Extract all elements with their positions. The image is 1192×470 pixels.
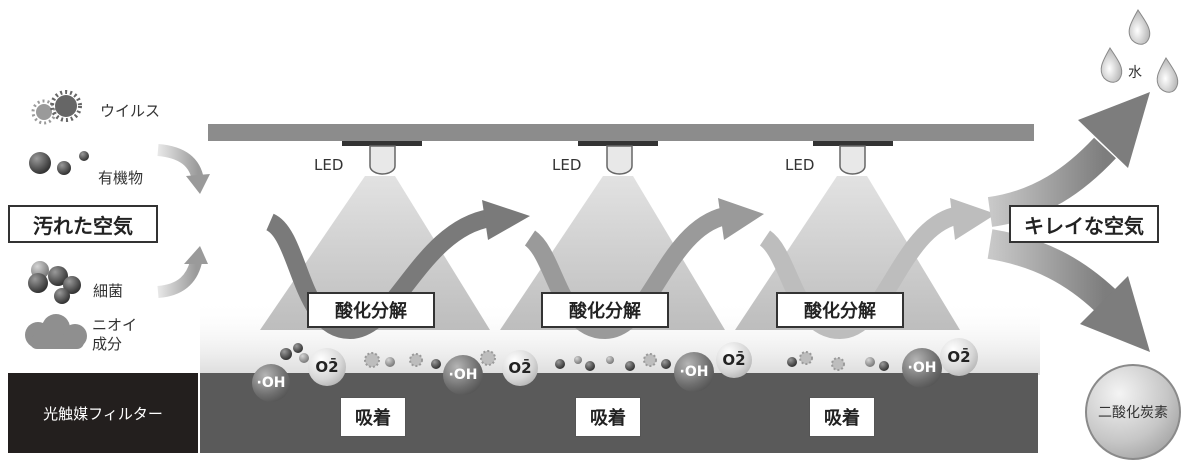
hydroxyl-radical-4: ·OH — [902, 348, 942, 388]
led-lamp-3 — [839, 145, 866, 175]
particles — [280, 343, 889, 371]
led-label-2: LED — [552, 156, 582, 174]
water-label: 水 — [1128, 65, 1142, 81]
adsorption-box-2: 吸着 — [575, 397, 641, 437]
decomposition-box-1: 酸化分解 — [307, 292, 435, 328]
hydroxyl-radical-2: ·OH — [443, 355, 483, 395]
outflow-arrow-up — [987, 92, 1150, 227]
led-label-3: LED — [785, 156, 815, 174]
organic-matter-icon — [29, 151, 89, 175]
outflow-arrow-down — [987, 229, 1150, 352]
light-beam-1 — [260, 176, 490, 330]
superoxide-1: O2̄ — [308, 348, 346, 386]
led-mount-3 — [813, 141, 893, 146]
water-drop-icon — [1100, 9, 1179, 93]
inflow-arrow-top — [157, 144, 210, 194]
hydroxyl-radical-1: ·OH — [252, 364, 290, 402]
airflow-arrow-2 — [524, 198, 764, 340]
odor-label-line1: ニオイ — [92, 316, 138, 334]
airflow-arrow-1 — [265, 200, 530, 340]
airflow-arrow-3 — [759, 198, 996, 340]
ceiling-bar — [208, 124, 1034, 141]
led-lamp-1 — [369, 145, 396, 175]
inflow-arrow-bottom — [157, 246, 208, 298]
virus-icon — [31, 90, 82, 125]
adsorption-box-1: 吸着 — [340, 397, 406, 437]
hydroxyl-radical-3: ·OH — [674, 352, 714, 392]
superoxide-3: O2̄ — [716, 342, 752, 378]
bacteria-icon — [28, 261, 81, 304]
led-mount-1 — [342, 141, 422, 146]
led-mount-2 — [578, 141, 658, 146]
co2-circle: 二酸化炭素 — [1085, 364, 1181, 460]
odor-label-line2: 成分 — [92, 335, 123, 353]
superoxide-2: O2̄ — [502, 350, 538, 386]
decomposition-box-3: 酸化分解 — [776, 292, 904, 328]
virus-label: ウイルス — [100, 102, 161, 120]
adsorption-box-3: 吸着 — [809, 397, 875, 437]
led-unit-1 — [260, 141, 490, 330]
clean-air-box: キレイな空気 — [1009, 205, 1159, 243]
dirty-air-box: 汚れた空気 — [8, 205, 158, 243]
led-label-1: LED — [314, 156, 344, 174]
superoxide-4: O2̄ — [940, 338, 978, 376]
odor-icon — [25, 314, 87, 349]
decomposition-box-2: 酸化分解 — [541, 292, 669, 328]
bacteria-label: 細菌 — [93, 282, 124, 300]
led-lamp-2 — [606, 145, 633, 175]
filter-label: 光触媒フィルター — [8, 373, 198, 453]
organic-matter-label: 有機物 — [98, 169, 144, 187]
